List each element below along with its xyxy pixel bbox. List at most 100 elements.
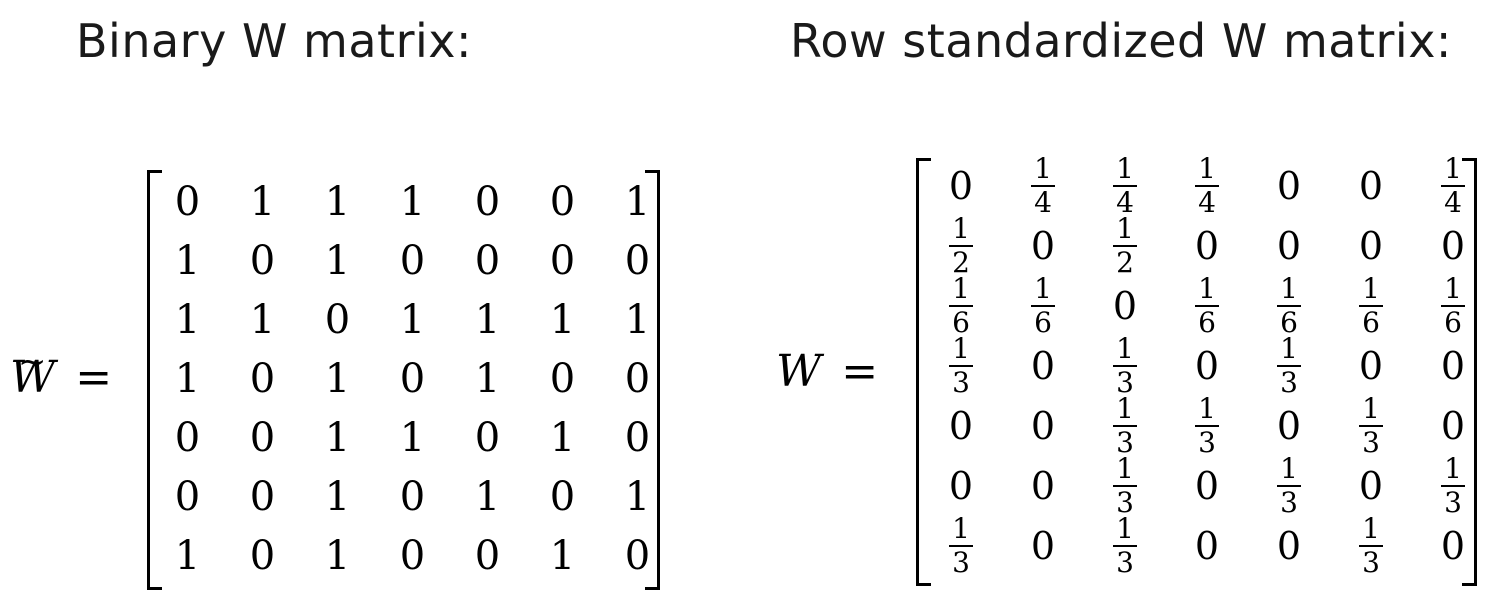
row-standardized-matrix-cell: 0 [1440,524,1466,568]
fraction-numerator: 1 [952,272,970,305]
fraction-numerator: 1 [1198,392,1216,425]
binary-matrix-cell: 0 [624,237,651,284]
fraction-bar [1195,425,1219,427]
fraction-bar [1113,245,1137,247]
binary-matrix-cell: 1 [324,532,351,579]
fraction-numerator: 1 [1116,512,1134,545]
binary-matrix-cell: 0 [624,355,651,402]
row-standardized-matrix-heading: Row standardized W matrix: [790,14,1452,68]
fraction-bar [1441,485,1465,487]
binary-matrix-cell: 0 [549,237,576,284]
fraction-numerator: 1 [952,332,970,365]
binary-matrix-cell: 0 [174,178,201,225]
fraction-denominator: 3 [1116,426,1134,459]
binary-matrix-cell: 0 [174,414,201,461]
binary-matrix-left-bracket [147,170,162,590]
fraction-denominator: 2 [952,246,970,279]
binary-matrix-cell: 0 [399,237,426,284]
binary-matrix-cell: 0 [474,237,501,284]
fraction-bar [1113,365,1137,367]
binary-matrix-cell: 1 [624,473,651,520]
binary-matrix-cell: 1 [174,355,201,402]
row-standardized-matrix-cell: 0 [1112,284,1138,328]
binary-matrix-cell: 0 [624,532,651,579]
fraction-bar [1113,425,1137,427]
binary-matrix-cell: 1 [474,296,501,343]
fraction-denominator: 3 [1444,486,1462,519]
fraction-denominator: 3 [1362,546,1380,579]
row-standardized-matrix-cell: 0 [1276,224,1302,268]
row-standardized-matrix-cell: 0 [1276,524,1302,568]
binary-matrix-cell: 1 [249,296,276,343]
fraction-numerator: 1 [1280,332,1298,365]
binary-matrix-heading: Binary W matrix: [76,14,472,68]
row-standardized-matrix-cell: 0 [1358,344,1384,388]
fraction-numerator: 1 [1280,272,1298,305]
fraction-denominator: 6 [1034,306,1052,339]
binary-matrix-cell: 0 [474,532,501,579]
fraction-denominator: 6 [1280,306,1298,339]
fraction-numerator: 1 [1280,452,1298,485]
fraction-bar [949,365,973,367]
fraction-numerator: 1 [952,212,970,245]
binary-matrix-cell: 0 [249,532,276,579]
binary-matrix-cell: 0 [324,296,351,343]
binary-matrix-cell: 1 [399,296,426,343]
tilde-accent: ~ [18,342,47,382]
fraction-denominator: 6 [1362,306,1380,339]
fraction-bar [1277,485,1301,487]
row-standardized-matrix-cell: 0 [1440,404,1466,448]
fraction-bar [1113,485,1137,487]
fraction-numerator: 1 [1198,272,1216,305]
equals-sign: = [841,346,879,397]
binary-matrix-cell: 0 [399,355,426,402]
binary-matrix-cell: 1 [399,178,426,225]
fraction-numerator: 1 [1444,152,1462,185]
row-standardized-matrix-cell: 0 [1358,164,1384,208]
fraction-bar [949,305,973,307]
row-standardized-matrix-cell: 0 [1030,344,1056,388]
fraction-numerator: 1 [1034,152,1052,185]
binary-matrix-cell: 1 [324,178,351,225]
row-standardized-matrix-cell: 0 [1194,344,1220,388]
binary-matrix-cell: 1 [549,296,576,343]
row-standardized-matrix-left-bracket [916,158,931,586]
fraction-bar [1195,185,1219,187]
fraction-denominator: 3 [1116,486,1134,519]
binary-matrix-cell: 1 [549,532,576,579]
fraction-denominator: 4 [1116,186,1134,219]
fraction-numerator: 1 [1198,152,1216,185]
fraction-denominator: 3 [952,546,970,579]
fraction-bar [1359,305,1383,307]
row-standardized-matrix-cell: 0 [1276,404,1302,448]
binary-matrix-cell: 0 [549,473,576,520]
binary-matrix-lhs: W~= [10,342,112,410]
fraction-numerator: 1 [1116,152,1134,185]
fraction-denominator: 6 [1444,306,1462,339]
binary-matrix-cell: 1 [174,296,201,343]
fraction-bar [1359,545,1383,547]
w-tilde-symbol: W~ [10,342,55,403]
